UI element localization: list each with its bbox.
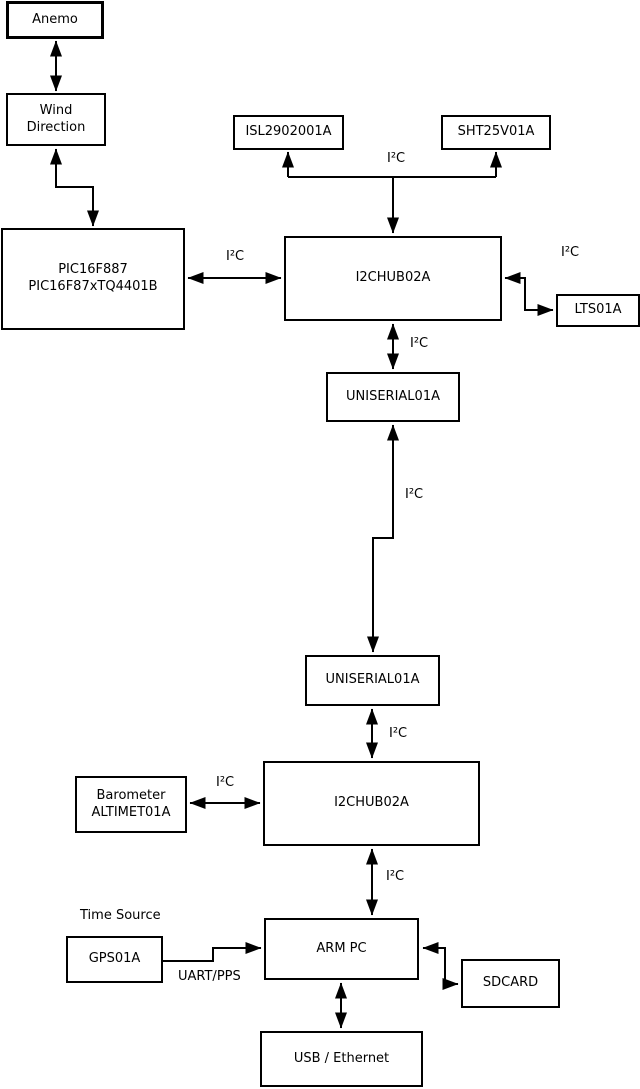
edge-hub1-lts: [504, 272, 554, 316]
edge-label-i2c-hub1-uniserial: I²C: [410, 336, 429, 351]
node-lts01a-label: LTS01A: [574, 302, 622, 318]
node-wind-direction: Wind Direction: [6, 93, 106, 146]
edge-label-uart-pps: UART/PPS: [178, 969, 241, 984]
node-sdcard: SDCARD: [461, 959, 560, 1008]
node-uniserial01a-upper: UNISERIAL01A: [326, 372, 460, 422]
node-sht25v01a: SHT25V01A: [441, 115, 551, 150]
node-barometer: Barometer ALTIMET01A: [75, 776, 187, 833]
node-gps01a-label: GPS01A: [88, 951, 141, 967]
annotation-time-source: Time Source: [80, 908, 161, 923]
edge-label-i2c-baro-hub2: I²C: [216, 775, 235, 790]
node-anemo-label: Anemo: [32, 11, 78, 27]
edge-label-i2c-pic-hub1: I²C: [226, 249, 245, 264]
node-isl2902001a-label: ISL2902001A: [245, 124, 332, 140]
node-gps01a: GPS01A: [66, 936, 163, 983]
node-lts01a: LTS01A: [556, 294, 640, 327]
edge-uniserial1-uniserial2: [367, 424, 399, 653]
node-sdcard-label: SDCARD: [482, 975, 539, 991]
node-barometer-label: Barometer ALTIMET01A: [91, 787, 171, 820]
node-arm-pc: ARM PC: [264, 918, 419, 980]
node-pic16f887-label: PIC16F887 PIC16F87xTQ4401B: [28, 262, 158, 294]
edge-arm-sdcard: [422, 942, 459, 990]
edge-wind-pic: [50, 148, 99, 227]
node-i2chub02a-upper-label: I2CHUB02A: [355, 270, 431, 286]
node-uniserial01a-lower-label: UNISERIAL01A: [325, 672, 420, 688]
node-uniserial01a-lower: UNISERIAL01A: [305, 655, 440, 706]
node-usb-ethernet: USB / Ethernet: [260, 1031, 423, 1087]
edge-label-i2c-hub1-lts: I²C: [561, 245, 580, 260]
node-sht25v01a-label: SHT25V01A: [457, 124, 535, 140]
node-pic16f887: PIC16F887 PIC16F87xTQ4401B: [1, 228, 185, 330]
node-usb-ethernet-label: USB / Ethernet: [293, 1050, 390, 1066]
node-i2chub02a-lower-label: I2CHUB02A: [334, 795, 409, 811]
edge-label-i2c-hub1-sensors: I²C: [387, 151, 406, 166]
node-wind-direction-label: Wind Direction: [26, 102, 86, 135]
edge-label-i2c-uniserial-hub2: I²C: [389, 726, 408, 741]
node-arm-pc-label: ARM PC: [316, 940, 367, 956]
edge-label-i2c-uniserial-link: I²C: [405, 487, 424, 502]
node-i2chub02a-lower: I2CHUB02A: [263, 761, 480, 846]
node-uniserial01a-upper-label: UNISERIAL01A: [346, 388, 440, 404]
node-anemo: Anemo: [6, 1, 104, 39]
node-i2chub02a-upper: I2CHUB02A: [284, 236, 502, 321]
edge-gps-arm: [163, 942, 262, 962]
node-isl2902001a: ISL2902001A: [233, 115, 344, 150]
edge-label-i2c-hub2-arm: I²C: [386, 869, 405, 884]
